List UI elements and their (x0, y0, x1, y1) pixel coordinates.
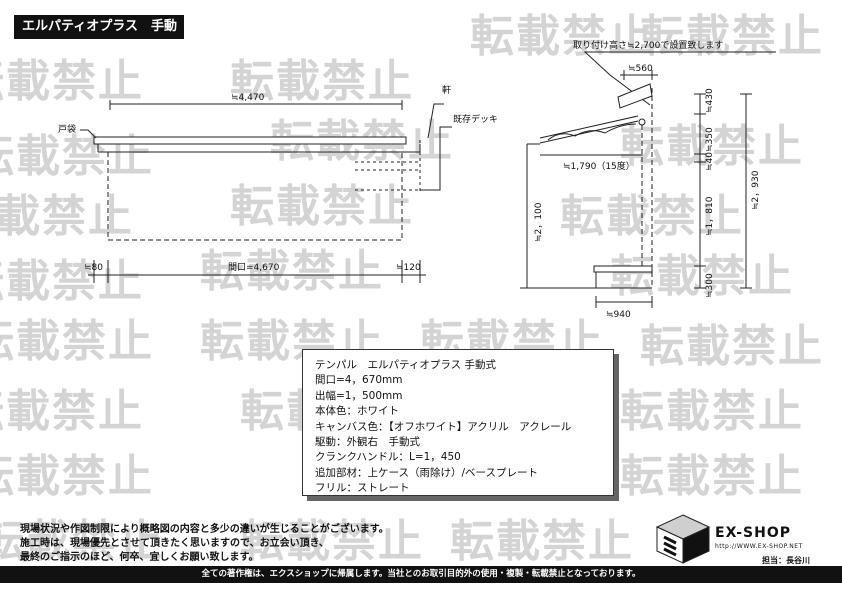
spec-line: 出幅=1，500mm (315, 389, 403, 402)
watermark-text: 転載禁止 (620, 451, 804, 502)
watermark-text: 転載禁止 (470, 11, 654, 62)
dim-40-label: ≒40 (705, 152, 715, 171)
brand-url: http://WWW.EX-SHOP.NET (715, 543, 803, 550)
watermark-text: 転載禁止 (0, 256, 144, 307)
base-width-label: ≒940 (606, 310, 631, 320)
spec-line: 追加部材：上ケース（雨除け）/ベースプレート (315, 466, 538, 479)
watermark-text: 転載禁止 (620, 121, 804, 172)
watermark-text: 転載禁止 (0, 451, 154, 502)
deck-label: 既存デッキ (453, 113, 498, 125)
watermark-text: 転載禁止 (640, 321, 824, 372)
eave-label: 軒 (442, 85, 451, 96)
total-height-label: ≒2，930 (751, 170, 761, 210)
dim-350-label: ≒350 (705, 127, 715, 152)
watermark-text: 転載禁止 (0, 316, 154, 367)
spec-line: テンパル エルパティオプラス 手動式 (315, 359, 496, 371)
watermark-text: 転載禁止 (620, 386, 804, 437)
watermark-text: 転載禁止 (240, 516, 424, 567)
plan-width-label: ≒4,470 (231, 93, 265, 103)
watermark-text: 転載禁止 (0, 191, 134, 242)
note-line: 現場状況や作図制限により概略図の内容と多少の違いが生じることがございます。 (20, 524, 389, 535)
watermark-text: 転載禁止 (560, 191, 744, 242)
brand-name: EX-SHOP (715, 525, 791, 541)
dim-300-label: ≒300 (705, 273, 715, 298)
spec-line: 駆動：外観右 手動式 (315, 436, 420, 449)
side-view (520, 51, 776, 308)
right-margin-label: ≒120 (396, 263, 421, 273)
notes: 現場状況や作図制限により概略図の内容と多少の違いが生じることがございます。 施工… (20, 523, 389, 565)
spec-line: 本体色：ホワイト (315, 405, 399, 418)
front-height-label: ≒2，100 (534, 202, 544, 242)
spec-line: キャンバス色：【オフホワイト】アクリル アクレール (315, 420, 572, 433)
opening-label: 間口=4,670 (228, 262, 280, 273)
dim-430-label: ≒430 (705, 88, 715, 113)
install-height-label: 取り付け高さ≒2,700で設置致します (573, 39, 723, 51)
watermark-text: 転載禁止 (640, 11, 824, 62)
note-line: 施工時は、現場優先とさせて頂きたく思いますので、お立会い頂き、 (20, 538, 329, 549)
projection-label: ≒1,790（15度） (563, 160, 635, 172)
bracket-label: ≒560 (628, 64, 653, 74)
spec-box: テンパル エルパティオプラス 手動式 間口=4，670mm 出幅=1，500mm… (302, 349, 614, 496)
watermark-text: 転載禁止 (0, 386, 144, 437)
spec-line: 間口=4，670mm (315, 374, 403, 387)
contact-person: 担当：長谷川 (762, 556, 810, 565)
watermark-text: 転載禁止 (0, 516, 164, 567)
to-bukuro-label: 戸袋 (58, 123, 76, 135)
watermark-text: 転載禁止 (450, 516, 634, 567)
dim-1810-label: ≒1，810 (705, 196, 715, 236)
page-title: エルパティオプラス 手動式 (14, 15, 184, 58)
watermark-text: 転載禁止 (0, 56, 144, 107)
spec-line: フリル：ストレート (315, 482, 410, 495)
copyright-footer: 全ての著作権は、エクスショップに帰属します。当社とのお取引目的外の使用・複製・転… (0, 566, 842, 583)
spec-line: クランクハンドル：L=1，450 (315, 451, 461, 464)
note-line: 最終のご指示のほど、何卒、宜しくお願い致します。 (20, 552, 259, 563)
watermark-text: 転載禁止 (230, 56, 414, 107)
watermark-text: 転載禁止 (200, 246, 384, 297)
left-margin-label: ≒80 (84, 263, 103, 273)
plan-labels: ≒4,470 戸袋 軒 既存デッキ ≒80 間口=4,670 ≒120 (58, 85, 498, 273)
side-labels: 取り付け高さ≒2,700で設置致します ≒560 ≒1,790（15度） ≒2，… (534, 39, 761, 320)
watermark-text: 転載禁止 (610, 251, 794, 302)
plan-view (80, 100, 452, 283)
ex-shop-logo-icon (655, 514, 711, 564)
